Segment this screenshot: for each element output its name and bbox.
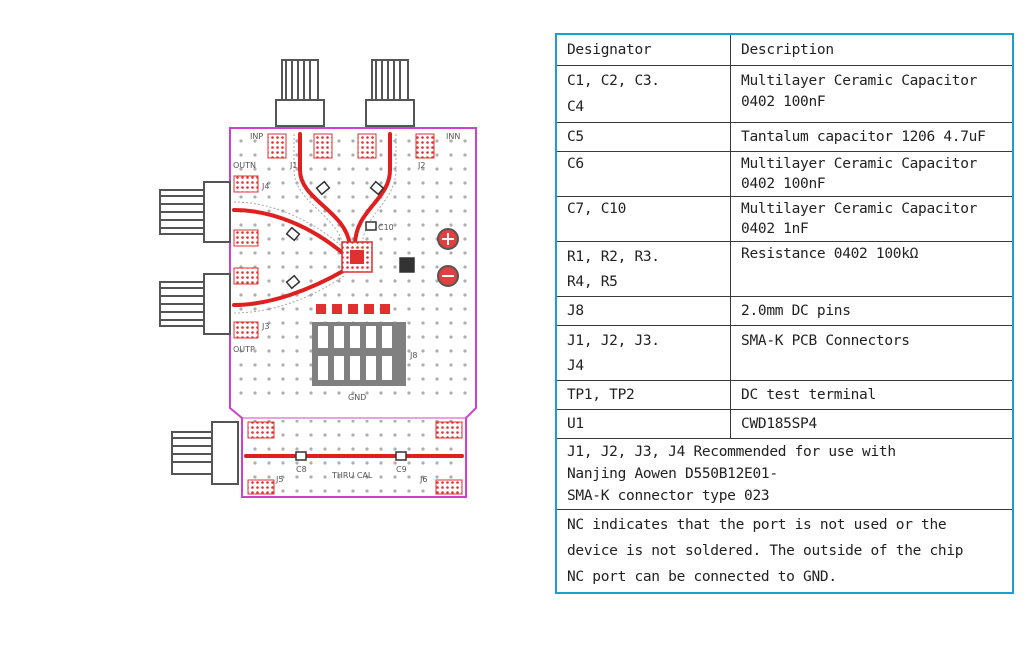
table-row-nc-note: NC indicates that the port is not used o… [555, 509, 1014, 594]
table-row: C1, C2, C3. C4 Multilayer Ceramic Capacit… [555, 65, 1014, 123]
cell-designator: J1, J2, J3. [567, 333, 660, 349]
table-row: U1 CWD185SP4 [555, 409, 1014, 439]
header-designator: Designator [555, 33, 732, 66]
rf-traces [232, 132, 464, 458]
edge-pads [233, 133, 463, 495]
cell-designator: J4 [567, 358, 584, 374]
table-header-row: Designator Description [555, 33, 1014, 66]
cell-description: Resistance 0402 100kΩ [741, 246, 919, 262]
connector-j3 [159, 273, 231, 335]
cell-description: Multilayer Ceramic Capacitor [741, 73, 978, 89]
cell-description: SMA-K PCB Connectors [741, 333, 910, 349]
label-j5: J5 [275, 475, 283, 484]
table-row: TP1, TP2 DC test terminal [555, 380, 1014, 410]
cell-description: Multilayer Ceramic Capacitor [741, 156, 978, 172]
label-outn: OUTN [233, 161, 256, 170]
label-j8: J8 [409, 351, 417, 360]
connector-j4 [159, 181, 231, 243]
cell-description: Multilayer Ceramic Capacitor [741, 201, 978, 217]
cell-designator: R1, R2, R3. [567, 249, 660, 265]
cell-description: CWD185SP4 [741, 416, 817, 432]
test-points [437, 228, 459, 287]
table-row: J1, J2, J3. J4 SMA-K PCB Connectors [555, 325, 1014, 381]
cell-description: DC test terminal [741, 387, 876, 403]
bom-table: Designator Description C1, C2, C3. C4 Mul… [555, 33, 1014, 594]
cell-designator: C5 [567, 129, 584, 145]
cell-designator: C4 [567, 99, 584, 115]
label-inp: INP [250, 132, 263, 141]
label-j2: J2 [417, 161, 425, 170]
recommend-note-line: J1, J2, J3, J4 Recommended for use with [567, 444, 896, 460]
label-c8: C8 [296, 465, 307, 474]
cell-designator: C7, C10 [567, 201, 627, 217]
label-j6: J6 [419, 475, 427, 484]
table-row: J8 2.0mm DC pins [555, 296, 1014, 326]
cell-description: 0402 100nF [741, 176, 826, 192]
label-gnd: GND [348, 393, 366, 402]
recommend-note-line: SMA-K connector type 023 [567, 488, 770, 504]
connector-j5 [171, 421, 239, 485]
header-description: Description [730, 33, 1014, 66]
label-j4: J4 [261, 182, 269, 191]
cell-designator: TP1, TP2 [567, 387, 635, 403]
nc-note-line: NC port can be connected to GND. [567, 569, 837, 585]
nc-note-line: NC indicates that the port is not used o… [567, 517, 947, 533]
small-components [285, 180, 415, 461]
cell-designator: C1, C2, C3. [567, 73, 660, 89]
connector-j1 [275, 59, 325, 127]
label-inn: INN [446, 132, 460, 141]
label-thru-cal: THRU CAL [331, 471, 373, 480]
cell-description: 0402 1nF [741, 221, 809, 237]
table-row: C6 Multilayer Ceramic Capacitor 0402 100n… [555, 151, 1014, 197]
table-row: R1, R2, R3. R4, R5 Resistance 0402 100kΩ [555, 241, 1014, 297]
header-j8 [312, 304, 406, 386]
label-outp: OUTP [233, 345, 255, 354]
cell-description: 2.0mm DC pins [741, 303, 851, 319]
cell-designator: R4, R5 [567, 274, 618, 290]
pcb-layout-diagram: INP INN J1 J2 OUTN J4 J3 OUTP J8 GND C10… [159, 59, 477, 498]
label-j3: J3 [261, 322, 269, 331]
recommend-note-line: Nanjing Aowen D550B12E01- [567, 466, 778, 482]
cell-designator: U1 [567, 416, 584, 432]
cell-designator: J8 [567, 303, 584, 319]
label-c10: C10 [378, 223, 394, 232]
nc-note-line: device is not soldered. The outside of t… [567, 543, 964, 559]
table-row: C7, C10 Multilayer Ceramic Capacitor 0402… [555, 196, 1014, 242]
label-c9: C9 [396, 465, 407, 474]
label-j1: J1 [289, 161, 297, 170]
cell-designator: C6 [567, 156, 584, 172]
chip-u1 [341, 241, 373, 273]
connector-j2 [365, 59, 415, 127]
table-row: C5 Tantalum capacitor 1206 4.7uF [555, 122, 1014, 152]
cell-description: 0402 100nF [741, 94, 826, 110]
cell-description: Tantalum capacitor 1206 4.7uF [741, 129, 986, 145]
